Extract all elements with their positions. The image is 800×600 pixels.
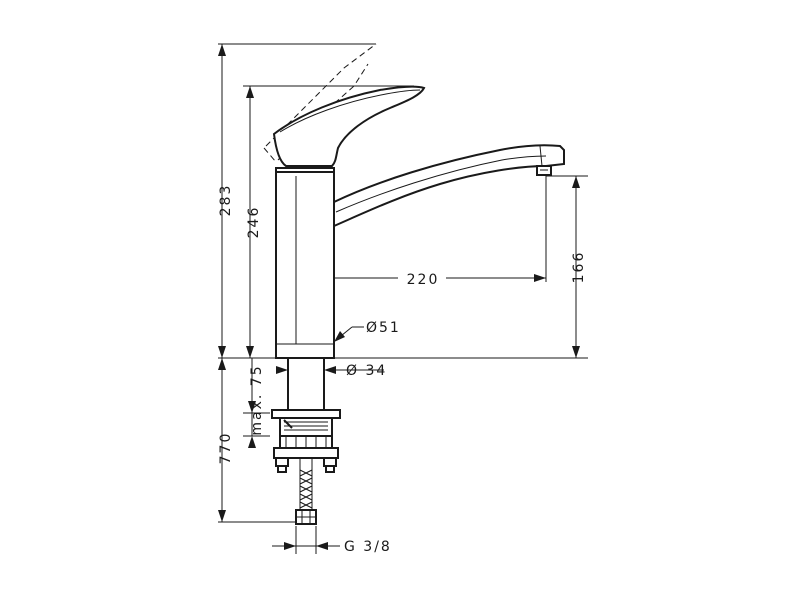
faucet-spout bbox=[333, 144, 565, 228]
faucet-body bbox=[275, 167, 335, 359]
dimension-246-label: 246 bbox=[246, 206, 262, 239]
diameter-51-leader bbox=[334, 326, 364, 342]
supply-hose bbox=[295, 458, 317, 525]
dimension-220-label: 220 bbox=[407, 272, 440, 288]
dimension-166-label: 166 bbox=[571, 251, 587, 284]
faucet-handle bbox=[272, 85, 426, 167]
dimension-770 bbox=[218, 358, 226, 522]
mounting-nut-assembly bbox=[271, 409, 341, 473]
connection-g38-dimension bbox=[272, 526, 340, 554]
connection-g38-label: G 3/8 bbox=[344, 539, 392, 555]
dimension-166 bbox=[572, 176, 580, 358]
diameter-34-label: Ø 34 bbox=[346, 363, 387, 379]
dimension-max-75-label: max. 75 bbox=[249, 364, 265, 435]
faucet-shank bbox=[276, 358, 384, 410]
dimension-max-75 bbox=[248, 358, 256, 448]
dimension-246 bbox=[246, 86, 254, 358]
dimension-283 bbox=[218, 44, 226, 358]
dimension-283-label: 283 bbox=[218, 184, 234, 217]
dimension-770-label: 770 bbox=[218, 432, 234, 465]
diameter-51-label: Ø51 bbox=[366, 320, 401, 336]
